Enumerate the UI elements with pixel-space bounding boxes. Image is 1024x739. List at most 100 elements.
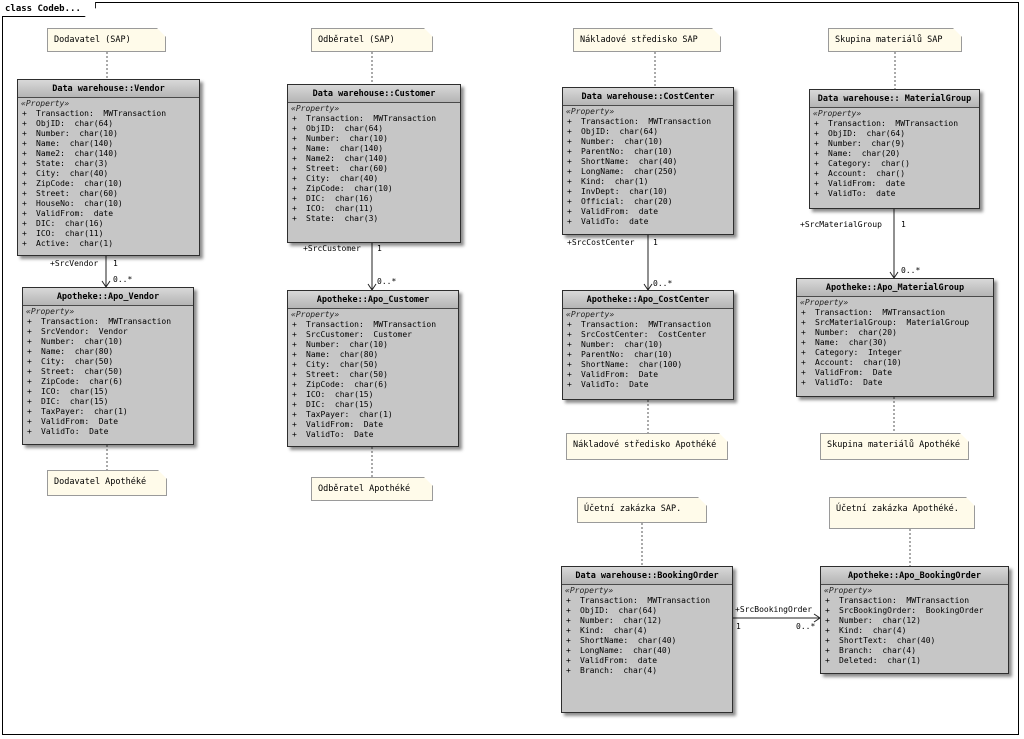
class-attribute: +ZipCode: char(10): [18, 179, 199, 189]
class-attribute: +Number: char(10): [23, 337, 193, 347]
class-attribute: +ICO: char(15): [23, 387, 193, 397]
visibility-public-icon: +: [567, 147, 572, 156]
visibility-public-icon: +: [22, 169, 27, 178]
class-attribute: +LongName: char(40): [562, 646, 732, 656]
attribute-text: Number: char(12): [580, 616, 662, 625]
visibility-public-icon: +: [22, 229, 27, 238]
attribute-text: ICO: char(15): [306, 390, 374, 399]
class-attribute: +Street: char(60): [18, 189, 199, 199]
class-attribute: +ZipCode: char(6): [23, 377, 193, 387]
attribute-text: ObjID: char(64): [828, 129, 906, 138]
class-dw-vendor[interactable]: Data warehouse::Vendor«Property»+Transac…: [17, 79, 200, 256]
class-dw-customer[interactable]: Data warehouse::Customer«Property»+Trans…: [287, 84, 461, 243]
attribute-text: ValidFrom: Date: [306, 420, 384, 429]
attribute-text: ObjID: char(64): [581, 127, 659, 136]
visibility-public-icon: +: [566, 616, 571, 625]
visibility-public-icon: +: [814, 159, 819, 168]
class-attribute: +ValidFrom: Date: [23, 417, 193, 427]
attribute-text: Name2: char(140): [36, 149, 118, 158]
visibility-public-icon: +: [22, 209, 27, 218]
class-attribute: +Category: char(): [810, 159, 979, 169]
attribute-text: Official: char(20): [581, 197, 673, 206]
class-attribute: +ZipCode: char(6): [288, 380, 458, 390]
multiplicity-label: 0..*: [796, 622, 816, 631]
class-attribute: +State: char(3): [18, 159, 199, 169]
visibility-public-icon: +: [22, 219, 27, 228]
class-apo-bookingorder[interactable]: Apotheke::Apo_BookingOrder«Property»+Tra…: [820, 566, 1009, 674]
class-attribute: +State: char(3): [288, 214, 460, 224]
class-apo-customer[interactable]: Apotheke::Apo_Customer«Property»+Transac…: [287, 290, 459, 447]
class-attribute: +ValidTo: Date: [23, 427, 193, 437]
class-attribute: +DIC: char(16): [288, 194, 460, 204]
class-attribute: +City: char(40): [288, 174, 460, 184]
note-materialgroup-sap: Skupina materiálů SAP: [828, 28, 962, 52]
visibility-public-icon: +: [292, 154, 297, 163]
class-attribute: +ObjID: char(64): [563, 127, 733, 137]
multiplicity-label: 0..*: [113, 275, 133, 284]
attribute-text: DIC: char(16): [36, 219, 104, 228]
class-attribute: +ValidTo: Date: [563, 380, 733, 390]
attribute-text: Branch: char(4): [839, 646, 917, 655]
class-attribute: +Name: char(140): [18, 139, 199, 149]
class-dw-materialgroup[interactable]: Data warehouse:: MaterialGroup«Property»…: [809, 89, 980, 209]
class-dw-costcenter[interactable]: Data warehouse::CostCenter«Property»+Tra…: [562, 87, 734, 235]
visibility-public-icon: +: [292, 390, 297, 399]
class-attribute: +ValidTo: Date: [797, 378, 993, 388]
class-name: Apotheke::Apo_CostCenter: [563, 291, 733, 309]
class-attribute: +ValidFrom: Date: [288, 420, 458, 430]
class-attribute: +Kind: char(4): [562, 626, 732, 636]
attribute-text: ZipCode: char(10): [36, 179, 123, 188]
attribute-text: ICO: char(11): [36, 229, 104, 238]
attribute-text: Account: char(): [828, 169, 906, 178]
class-attribute: + City: char(50): [288, 360, 458, 370]
visibility-public-icon: +: [292, 144, 297, 153]
visibility-public-icon: +: [27, 357, 32, 366]
attribute-text: ValidTo: date: [828, 189, 896, 198]
class-attribute: +ParentNo: char(10): [563, 147, 733, 157]
class-attribute: + DIC: char(16): [18, 219, 199, 229]
class-attribute: +InvDept: char(10): [563, 187, 733, 197]
class-attribute: +HouseNo: char(10): [18, 199, 199, 209]
note-bookingorder-apo: Účetní zakázka Apothéké.: [829, 497, 975, 529]
visibility-public-icon: +: [292, 360, 297, 369]
note-vendor-sap: Dodavatel (SAP): [47, 28, 166, 52]
visibility-public-icon: +: [566, 646, 571, 655]
class-attribute: +City: char(40): [18, 169, 199, 179]
visibility-public-icon: +: [22, 119, 27, 128]
class-name: Data warehouse::Vendor: [18, 80, 199, 98]
attribute-text: City: char(50): [306, 360, 379, 369]
class-attribute: +Street: char(50): [23, 367, 193, 377]
visibility-public-icon: +: [567, 380, 572, 389]
visibility-public-icon: +: [292, 164, 297, 173]
visibility-public-icon: +: [814, 179, 819, 188]
visibility-public-icon: +: [825, 606, 830, 615]
class-apo-materialgroup[interactable]: Apotheke::Apo_MaterialGroup«Property»+Tr…: [796, 278, 994, 397]
class-attribute: +Street: char(50): [288, 370, 458, 380]
class-name: Apotheke::Apo_BookingOrder: [821, 567, 1008, 585]
class-attribute: +ShortName: char(100): [563, 360, 733, 370]
class-attribute: +Name2: char(140): [18, 149, 199, 159]
visibility-public-icon: +: [825, 616, 830, 625]
visibility-public-icon: +: [801, 338, 806, 347]
class-apo-costcenter[interactable]: Apotheke::Apo_CostCenter«Property»+Trans…: [562, 290, 734, 400]
visibility-public-icon: +: [825, 596, 830, 605]
attribute-text: Transaction: MWTransaction: [36, 109, 167, 118]
class-attribute: + ICO: char(11): [18, 229, 199, 239]
class-apo-vendor[interactable]: Apotheke::Apo_Vendor«Property»+Transacti…: [22, 287, 194, 445]
class-dw-bookingorder[interactable]: Data warehouse::BookingOrder«Property»+T…: [561, 566, 733, 713]
class-attribute: +Number: char(10): [563, 137, 733, 147]
attribute-text: Account: char(10): [815, 358, 902, 367]
multiplicity-label: 1: [377, 244, 382, 253]
class-name: Apotheke::Apo_Vendor: [23, 288, 193, 306]
class-attribute: +Transaction: MWTransaction: [797, 308, 993, 318]
attribute-text: SrcCostCenter: CostCenter: [581, 330, 707, 339]
visibility-public-icon: +: [825, 626, 830, 635]
note-bookingorder-sap: Účetní zakázka SAP.: [577, 497, 707, 523]
class-attribute: +Transaction: MWTransaction: [563, 117, 733, 127]
note-costcenter-apo: Nákladové středisko Apothéké: [566, 433, 728, 460]
class-name: Data warehouse::BookingOrder: [562, 567, 732, 585]
attribute-text: ParentNo: char(10): [581, 350, 673, 359]
class-attribute: +Transaction: MWTransaction: [821, 596, 1008, 606]
class-attribute: +Number: char(20): [797, 328, 993, 338]
attribute-text: Transaction: MWTransaction: [41, 317, 172, 326]
